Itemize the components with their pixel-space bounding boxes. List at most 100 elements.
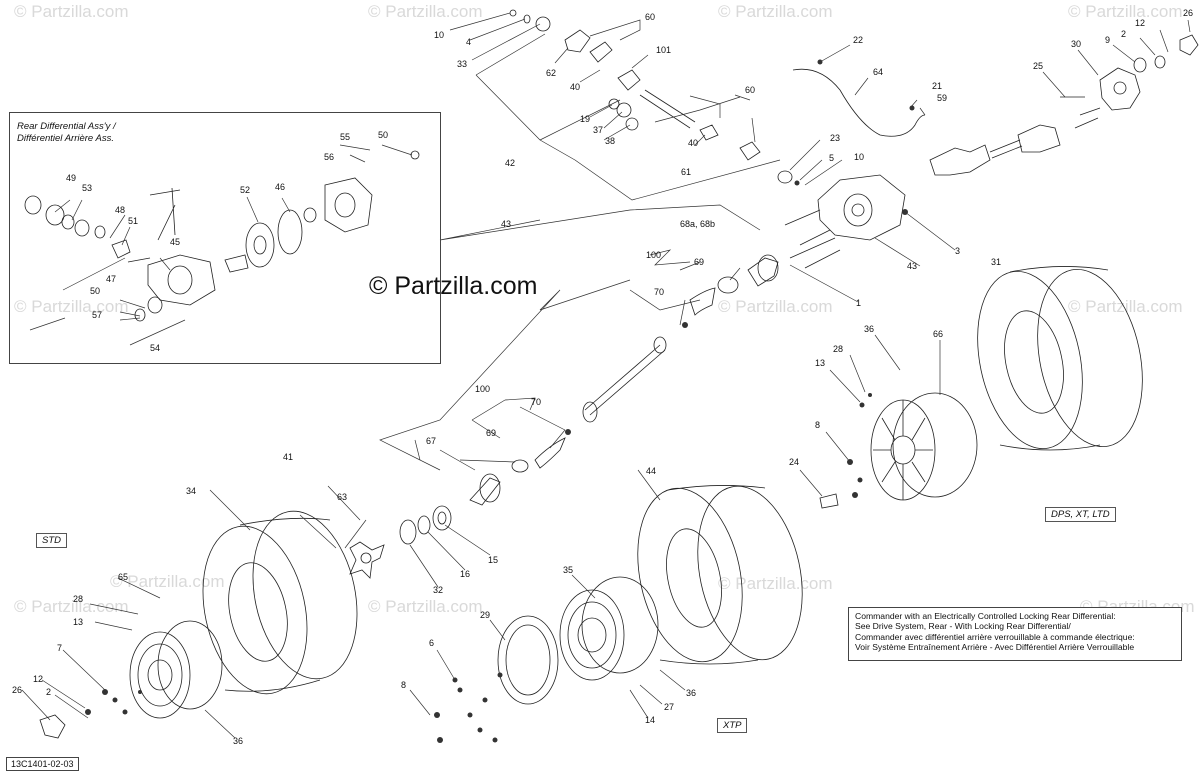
tire-34 [202, 510, 358, 695]
bolts-1 [784, 209, 841, 269]
washer-9 [1133, 57, 1147, 73]
callout: 19 [580, 114, 590, 124]
callout: 25 [1033, 61, 1043, 71]
callout: 65 [118, 572, 128, 582]
drive-shaft [469, 254, 779, 506]
callout: 43 [501, 219, 511, 229]
callout: 32 [433, 585, 443, 595]
callout: 69 [486, 428, 496, 438]
diagram-code: 13C1401-02-03 [6, 757, 79, 771]
callout: 40 [570, 82, 580, 92]
callout: 70 [531, 397, 541, 407]
seal-32 [399, 519, 417, 545]
callout: 30 [1071, 39, 1081, 49]
callout: 52 [240, 185, 250, 195]
callout: 60 [745, 85, 755, 95]
seal-23 [777, 170, 793, 184]
callout: 28 [73, 594, 83, 604]
rear-differential-inset: Rear Differential Ass'y / Différentiel A… [9, 112, 441, 364]
callout: 12 [33, 674, 43, 684]
wheel-66 [870, 392, 978, 501]
ujoint-a [589, 41, 613, 63]
inset-title: Rear Differential Ass'y / Différentiel A… [17, 121, 116, 145]
callout: 54 [150, 343, 160, 353]
callout: 8 [401, 680, 406, 690]
callout: 5 [829, 153, 834, 163]
watermark: © Partzilla.com [14, 597, 129, 616]
callout: 68a, 68b [680, 219, 715, 229]
callout: 6 [429, 638, 434, 648]
ujoint-b [699, 124, 719, 141]
callout: 16 [460, 569, 470, 579]
callout: 14 [645, 715, 655, 725]
callout: 35 [563, 565, 573, 575]
callout: 2 [1121, 29, 1126, 39]
yoke-101 [617, 69, 641, 91]
cap-26-front [39, 714, 66, 739]
callout: 3 [955, 246, 960, 256]
callout: 12 [1135, 18, 1145, 28]
beadlock-ring-29 [497, 615, 559, 705]
callout: 13 [815, 358, 825, 368]
note-line: See Drive System, Rear - With Locking Re… [855, 621, 1071, 632]
watermark: © Partzilla.com [368, 597, 483, 616]
seal-33 [535, 16, 551, 32]
callout: 2 [46, 687, 51, 697]
callout: 66 [933, 329, 943, 339]
ring-16 [417, 515, 431, 535]
tag-dps-xt-ltd: DPS, XT, LTD [1045, 507, 1116, 522]
shaft-101 [639, 94, 691, 129]
callout: 33 [457, 59, 467, 69]
callout: 47 [106, 274, 116, 284]
watermark: © Partzilla.com [718, 2, 833, 21]
note-line: Voir Système Entraînement Arrière - Avec… [855, 642, 1135, 653]
callout: 24 [789, 457, 799, 467]
callout: 44 [646, 466, 656, 476]
callout: 100 [475, 384, 490, 394]
callout: 69 [694, 257, 704, 267]
callout: 63 [337, 492, 347, 502]
breather-hose-64 [792, 68, 926, 137]
watermark: © Partzilla.com [1068, 2, 1183, 21]
callout: 49 [66, 173, 76, 183]
watermark: © Partzilla.com [110, 572, 225, 591]
callout: 70 [654, 287, 664, 297]
callout: 22 [853, 35, 863, 45]
watermark: © Partzilla.com [718, 574, 833, 593]
callout: 10 [854, 152, 864, 162]
callout: 9 [1105, 35, 1110, 45]
callout: 41 [283, 452, 293, 462]
callout: 40 [688, 138, 698, 148]
callout: 21 [932, 81, 942, 91]
wheel-65 [129, 620, 223, 719]
callout: 57 [92, 310, 102, 320]
bolts-25 [1060, 96, 1101, 129]
watermark: © Partzilla.com [1068, 297, 1183, 316]
tire-44 [637, 485, 803, 665]
bearing-15 [432, 505, 452, 531]
callout: 26 [12, 685, 22, 695]
callout: 36 [864, 324, 874, 334]
callout: 31 [991, 257, 1001, 267]
wheel-35 [559, 576, 659, 681]
locking-differential-note: Commander with an Electrically Controlle… [848, 607, 1182, 661]
note-line: Commander avec différentiel arrière verr… [855, 631, 1135, 642]
callout: 8 [815, 420, 820, 430]
callout: 15 [488, 555, 498, 565]
callout: 48 [115, 205, 125, 215]
inset-title-line2: Différentiel Arrière Ass. [17, 133, 114, 144]
hub-63 [349, 541, 385, 579]
callout: 26 [1183, 8, 1193, 18]
partzilla-brand: © Partzilla.com [369, 272, 538, 300]
callout: 56 [324, 152, 334, 162]
callout: 29 [480, 610, 490, 620]
cap-26 [1179, 34, 1199, 56]
callout: 36 [233, 736, 243, 746]
callout: 60 [645, 12, 655, 22]
leader-lines [21, 12, 1191, 739]
inset-parts [24, 150, 420, 322]
callout: 64 [873, 67, 883, 77]
cap-24 [819, 493, 839, 509]
